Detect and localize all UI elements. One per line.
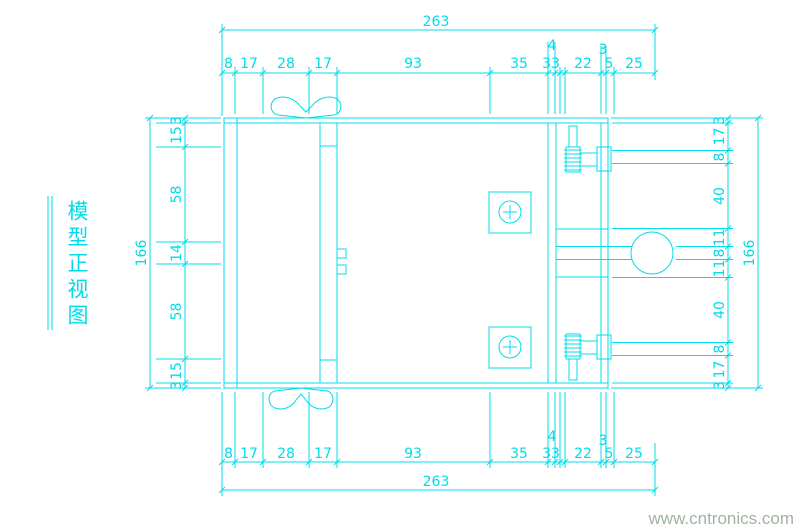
dim-bottom-seg-9: 25 bbox=[625, 446, 643, 462]
tick-marks bbox=[146, 26, 762, 494]
dim-top-seg-6: 33 bbox=[542, 56, 560, 72]
dim-right-seg-8: 8 bbox=[712, 345, 728, 354]
part-geometry bbox=[223, 96, 674, 410]
dim-left-seg-5: 15 bbox=[169, 362, 185, 380]
dim-top-seg-3: 17 bbox=[314, 56, 332, 72]
dim-right-seg-5: 8 bbox=[712, 249, 728, 258]
center-column bbox=[319, 123, 347, 383]
dim-left-seg-0: 3 bbox=[169, 116, 185, 125]
dim-right-seg-3: 40 bbox=[712, 187, 728, 205]
screw-plate-lower bbox=[488, 326, 532, 369]
part-outline bbox=[223, 117, 609, 389]
screw-plate-upper bbox=[488, 191, 532, 234]
threaded-stud-top bbox=[565, 125, 612, 173]
dim-left-seg-4: 58 bbox=[169, 303, 185, 321]
threaded-stud-bottom bbox=[565, 333, 612, 381]
knob bbox=[630, 231, 674, 275]
dim-left-overall: 166 bbox=[134, 240, 150, 267]
thread-hatch-top bbox=[564, 149, 582, 171]
dim-bottom-seg-3: 17 bbox=[314, 446, 332, 462]
dim-top-seg-4: 93 bbox=[404, 56, 422, 72]
dim-right-seg-9: 17 bbox=[712, 361, 728, 379]
dim-right-seg-1: 17 bbox=[712, 128, 728, 146]
dim-right-seg-4: 11 bbox=[712, 229, 728, 247]
dim-bottom-seg-7: 22 bbox=[574, 446, 592, 462]
dim-left-seg-3: 14 bbox=[169, 244, 185, 262]
title-rules bbox=[47, 196, 53, 330]
dim-top-above-0: 4 bbox=[548, 38, 557, 54]
dim-right-seg-6: 11 bbox=[712, 260, 728, 278]
dim-top-seg-7: 22 bbox=[574, 56, 592, 72]
dim-bottom-above-0: 4 bbox=[548, 429, 557, 445]
wing-nut-bottom bbox=[268, 387, 334, 410]
drawing-title: 模型正视图 bbox=[65, 200, 89, 330]
dimension-lines bbox=[149, 29, 759, 491]
dim-bottom-seg-6: 33 bbox=[542, 446, 560, 462]
wing-nut-top bbox=[270, 96, 342, 119]
dim-top-seg-2: 28 bbox=[277, 56, 295, 72]
dim-right-seg-7: 40 bbox=[712, 301, 728, 319]
dim-bottom-seg-8: 5 bbox=[605, 446, 614, 462]
dim-left-seg-2: 58 bbox=[169, 186, 185, 204]
dim-top-seg-9: 25 bbox=[625, 56, 643, 72]
dim-bottom-above-1: 3 bbox=[599, 433, 608, 449]
right-column bbox=[547, 123, 632, 383]
dim-bottom-seg-4: 93 bbox=[404, 446, 422, 462]
dim-top-seg-0: 8 bbox=[224, 56, 233, 72]
dim-bottom-seg-2: 28 bbox=[277, 446, 295, 462]
dim-bottom-seg-0: 8 bbox=[224, 446, 233, 462]
dim-left-seg-1: 15 bbox=[169, 126, 185, 144]
dim-top-seg-8: 5 bbox=[605, 56, 614, 72]
dim-top-above-1: 3 bbox=[599, 42, 608, 58]
dim-right-seg-0: 3 bbox=[712, 116, 728, 125]
extension-lines bbox=[145, 24, 763, 496]
dim-top-overall: 263 bbox=[423, 14, 450, 30]
dim-top-seg-5: 35 bbox=[510, 56, 528, 72]
dim-left-seg-6: 3 bbox=[169, 381, 185, 390]
dim-right-overall: 166 bbox=[742, 240, 758, 267]
dim-bottom-seg-5: 35 bbox=[510, 446, 528, 462]
dim-bottom-seg-1: 17 bbox=[240, 446, 258, 462]
watermark: www.cntronics.com bbox=[648, 509, 794, 528]
dimension-labels: 263 8 17 28 17 93 35 33 22 5 25 4 3 263 … bbox=[134, 14, 758, 490]
thread-hatch-bottom bbox=[564, 335, 582, 357]
dim-top-seg-1: 17 bbox=[240, 56, 258, 72]
dim-bottom-overall: 263 bbox=[423, 474, 450, 490]
dim-right-seg-10: 3 bbox=[712, 381, 728, 390]
dim-right-seg-2: 8 bbox=[712, 153, 728, 162]
